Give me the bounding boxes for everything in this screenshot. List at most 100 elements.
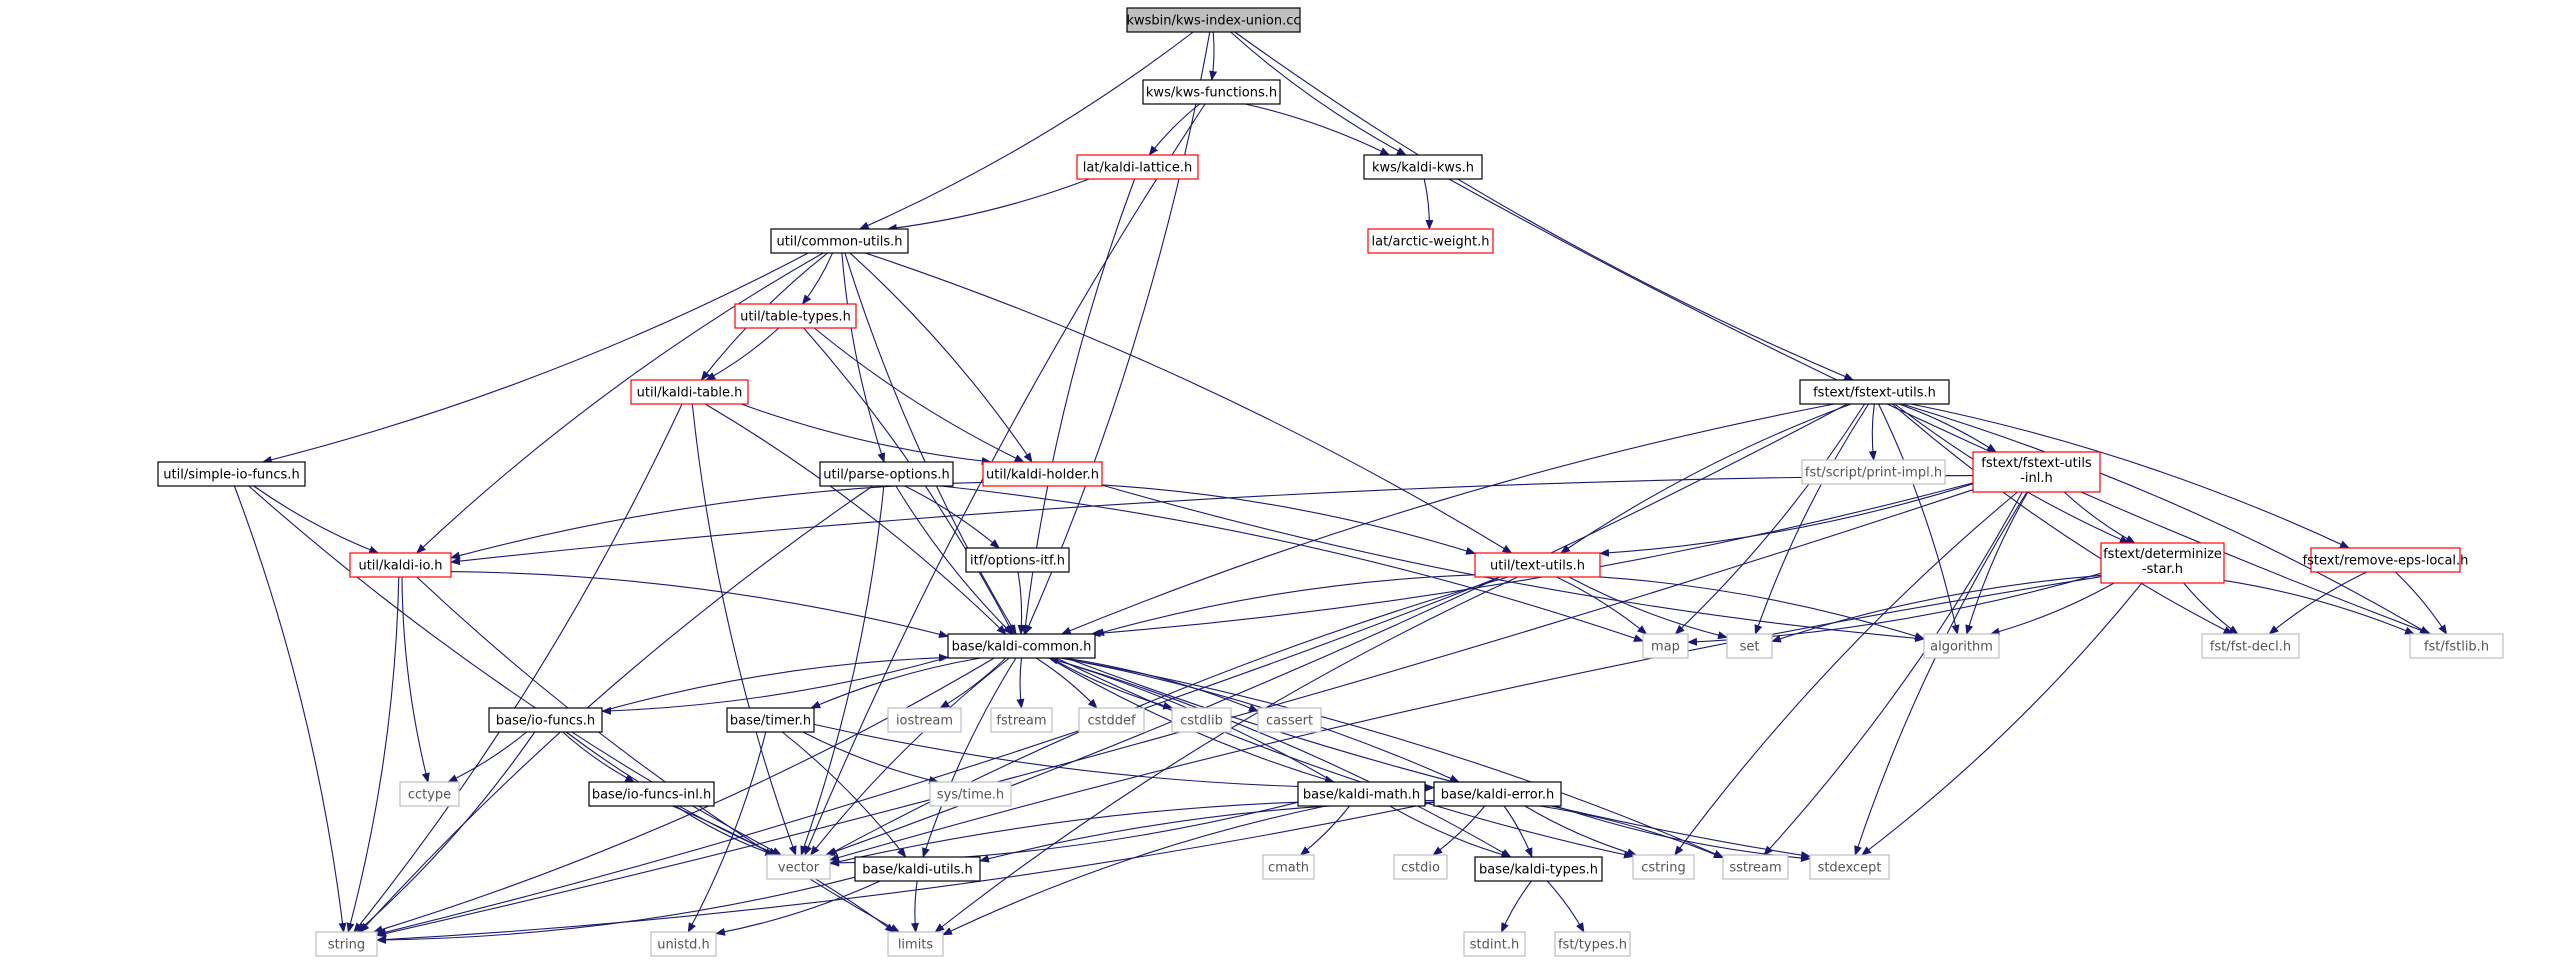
node-itf-options[interactable]: itf/options-itf.h <box>965 547 1070 573</box>
node-fstext-utils[interactable]: fstext/fstext-utils.h <box>1799 379 1950 405</box>
edge-base_kaldi_types-to-stdint <box>1500 880 1532 933</box>
edge-base_kaldi_error-to-base_kaldi_utils <box>979 801 1435 863</box>
node-label: util/kaldi-holder.h <box>986 468 1099 483</box>
node-base-kaldi-math[interactable]: base/kaldi-math.h <box>1297 781 1426 807</box>
edge-base_common-to-cassert <box>1064 657 1259 712</box>
node-box <box>1363 154 1483 180</box>
node-fstext-determinize[interactable]: fstext/determinize-star.h <box>2100 542 2225 584</box>
edge-util_text_utils-to-base_common <box>1094 574 1476 636</box>
node-util-common[interactable]: util/common-utils.h <box>770 228 909 254</box>
edge-util_text_utils-to-algorithm <box>1599 576 1925 640</box>
node-box <box>734 303 857 329</box>
edge-util_kaldi_io-to-base_common <box>450 571 949 639</box>
node-util-kaldi-io[interactable]: util/kaldi-io.h <box>349 552 452 578</box>
edge-base_io_funcs-to-base_io_funcs_inl <box>562 731 636 783</box>
edge-base_io_funcs_inl-to-vector <box>675 805 776 856</box>
edge-fstext_utils_inl-to-util_kaldi_io <box>450 475 1974 566</box>
node-cstddef: cstddef <box>1078 707 1145 733</box>
edge-fstext_utils-to-fstext_remove_eps <box>1910 403 2350 549</box>
node-label: stdexcept <box>1818 861 1882 876</box>
node-box <box>588 781 715 807</box>
node-box <box>1799 379 1950 405</box>
node-label: unistd.h <box>657 938 710 953</box>
edge-util_simple_io-to-util_kaldi_io <box>253 485 380 554</box>
edge-fstext_utils-to-fst_decl <box>1891 403 2234 635</box>
edge-base_kaldi_error-to-sstream <box>1539 805 1724 859</box>
edge-fstext_determinize-to-stdexcept <box>1861 582 2143 856</box>
edge-util_parse-to-vector <box>800 485 885 856</box>
node-box <box>1171 707 1232 733</box>
node-label: util/table-types.h <box>740 310 851 325</box>
edge-kws_functions-to-lat_kaldi_lattice <box>1148 103 1201 156</box>
node-label: fst/fstlib.h <box>2424 640 2489 655</box>
node-box <box>1367 228 1494 254</box>
node-base-kaldi-utils[interactable]: base/kaldi-utils.h <box>854 856 981 882</box>
node-fstream: fstream <box>990 707 1053 733</box>
edge-fstext_determinize-to-set <box>1771 574 2102 643</box>
node-fst-types: fst/types.h <box>1554 931 1631 957</box>
node-label: util/kaldi-table.h <box>637 386 743 401</box>
node-label: limits <box>898 938 934 953</box>
edge-base_common-to-cstring <box>1056 657 1634 859</box>
node-box <box>1076 154 1199 180</box>
node-box <box>1257 707 1322 733</box>
edge-util_kaldi_io-to-cctype <box>401 576 430 783</box>
node-fstext-utils-inl[interactable]: fstext/fstext-utils-inl.h <box>1972 451 2101 493</box>
edge-base_common-to-fstream <box>1016 657 1025 709</box>
edge-kws_functions-to-kws_kaldi_kws <box>1245 103 1391 156</box>
edge-root-to-kws_functions <box>1209 31 1218 81</box>
node-lat-arctic[interactable]: lat/arctic-weight.h <box>1367 228 1494 254</box>
node-util-kaldi-table[interactable]: util/kaldi-table.h <box>630 379 749 405</box>
node-lat-kaldi-lattice[interactable]: lat/kaldi-lattice.h <box>1076 154 1199 180</box>
node-map: map <box>1642 633 1689 659</box>
node-label: fstext/remove-eps-local.h <box>2303 554 2469 569</box>
edge-util_kaldi_io-to-limits <box>416 576 901 933</box>
node-util-table-types[interactable]: util/table-types.h <box>734 303 857 329</box>
edge-base_kaldi_error-to-stdexcept <box>1555 805 1811 863</box>
node-label: util/parse-options.h <box>823 468 949 483</box>
edge-base_kaldi_utils-to-string <box>376 876 856 944</box>
node-util-holder[interactable]: util/kaldi-holder.h <box>982 461 1103 487</box>
edge-base_common-to-iostream <box>939 657 1007 709</box>
edge-root-to-fstext_utils <box>1234 31 1855 381</box>
edge-base_kaldi_types-to-fst_types <box>1546 880 1585 933</box>
node-base-kaldi-error[interactable]: base/kaldi-error.h <box>1433 781 1562 807</box>
node-util-simple-io[interactable]: util/simple-io-funcs.h <box>157 461 306 487</box>
node-base-kaldi-types[interactable]: base/kaldi-types.h <box>1474 856 1603 882</box>
node-box <box>315 931 378 957</box>
nodes-layer: kwsbin/kws-index-union.cc kws/kws-functio… <box>157 7 2504 957</box>
edge-base_common-to-cstddef <box>1035 657 1098 709</box>
node-label: cctype <box>408 788 451 803</box>
node-base-io-funcs[interactable]: base/io-funcs.h <box>488 707 603 733</box>
node-base-io-funcs-inl[interactable]: base/io-funcs-inl.h <box>588 781 715 807</box>
node-label: cstdio <box>1401 861 1440 876</box>
node-cstdlib: cstdlib <box>1171 707 1232 733</box>
edge-util_kaldi_table-to-vector <box>691 403 797 856</box>
node-fst-print-impl: fst/script/print-impl.h <box>1801 459 1946 485</box>
node-box <box>157 461 306 487</box>
node-label: -inl.h <box>2020 471 2053 486</box>
node-label: cmath <box>1268 861 1309 876</box>
node-box <box>770 228 909 254</box>
node-box <box>1632 854 1695 880</box>
node-box <box>990 707 1053 733</box>
node-util-parse[interactable]: util/parse-options.h <box>819 461 954 487</box>
node-root: kwsbin/kws-index-union.cc <box>1126 7 1301 33</box>
edge-fstext_utils_inl-to-stdexcept <box>1854 491 2028 856</box>
edge-fstext_utils_inl-to-sstream <box>1763 491 2023 856</box>
node-kws-functions[interactable]: kws/kws-functions.h <box>1142 79 1281 105</box>
node-box <box>650 931 717 957</box>
node-kws-kaldi-kws[interactable]: kws/kaldi-kws.h <box>1363 154 1483 180</box>
node-label: base/io-funcs-inl.h <box>592 788 711 803</box>
edge-base_io_funcs-to-string <box>356 731 536 933</box>
node-algorithm: algorithm <box>1923 633 2000 659</box>
edge-base_kaldi_error-to-string <box>376 801 1435 944</box>
edge-fstext_utils-to-set <box>1754 403 1870 635</box>
node-base-common[interactable]: base/kaldi-common.h <box>947 633 1096 659</box>
node-label: -star.h <box>2142 562 2183 577</box>
edge-base_kaldi_error-to-vector <box>829 799 1435 866</box>
node-util-text-utils[interactable]: util/text-utils.h <box>1474 552 1601 578</box>
node-fstext-remove-eps[interactable]: fstext/remove-eps-local.h <box>2303 547 2469 573</box>
node-base-timer[interactable]: base/timer.h <box>726 707 815 733</box>
edge-fstext_remove_eps-to-fst_fstlib <box>2395 571 2448 635</box>
